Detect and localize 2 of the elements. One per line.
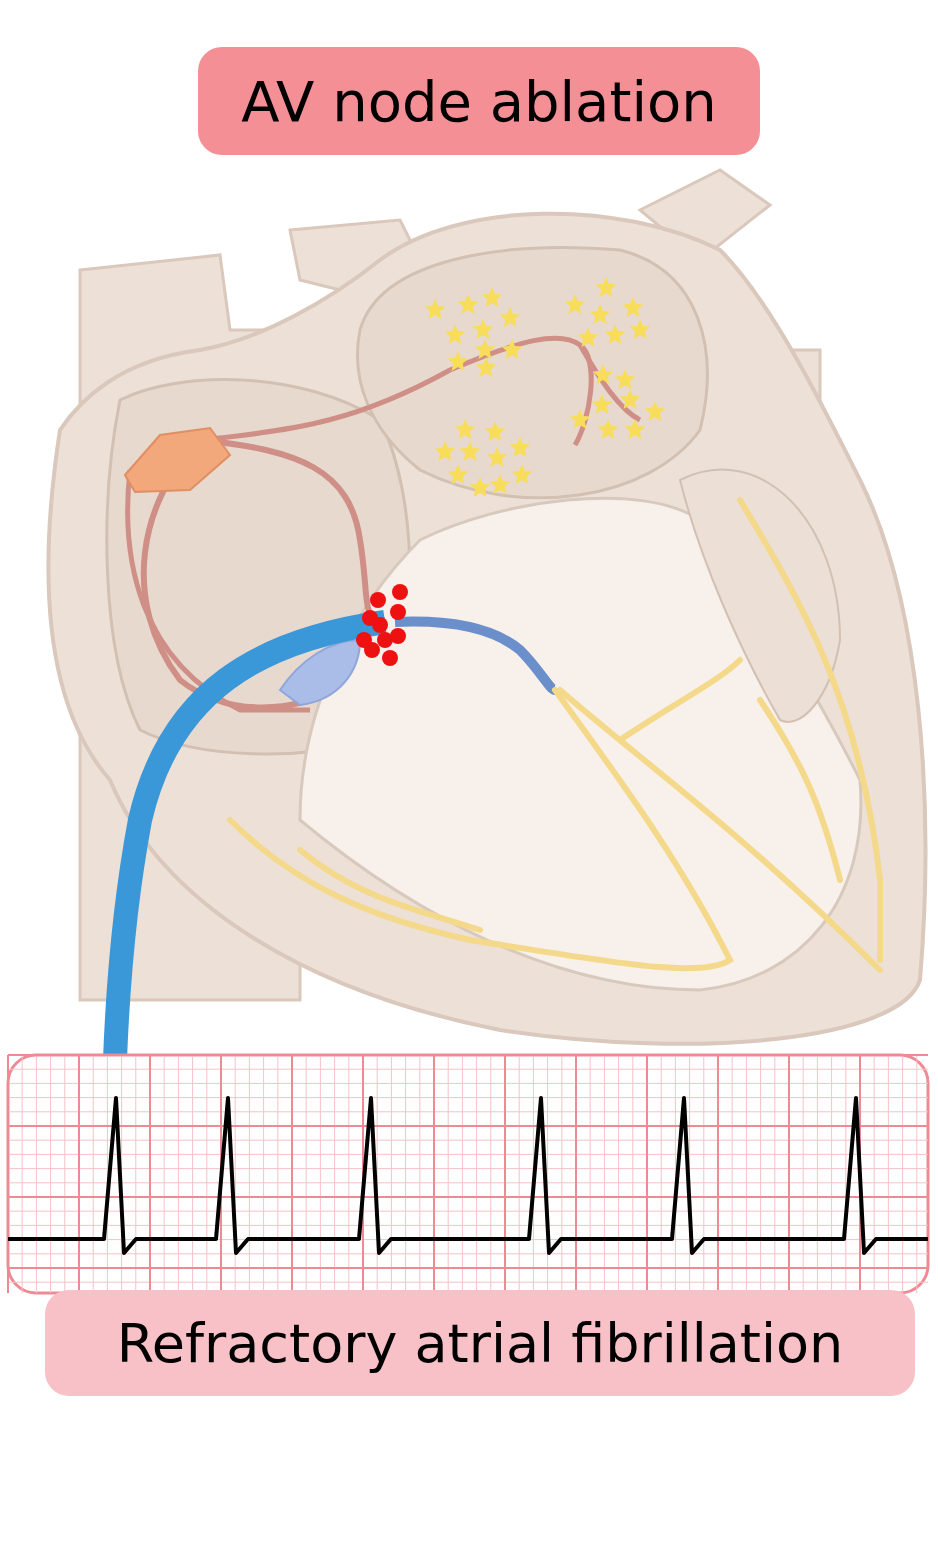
title-banner: AV node ablation bbox=[198, 47, 760, 155]
caption-banner: Refractory atrial fibrillation bbox=[45, 1290, 915, 1396]
